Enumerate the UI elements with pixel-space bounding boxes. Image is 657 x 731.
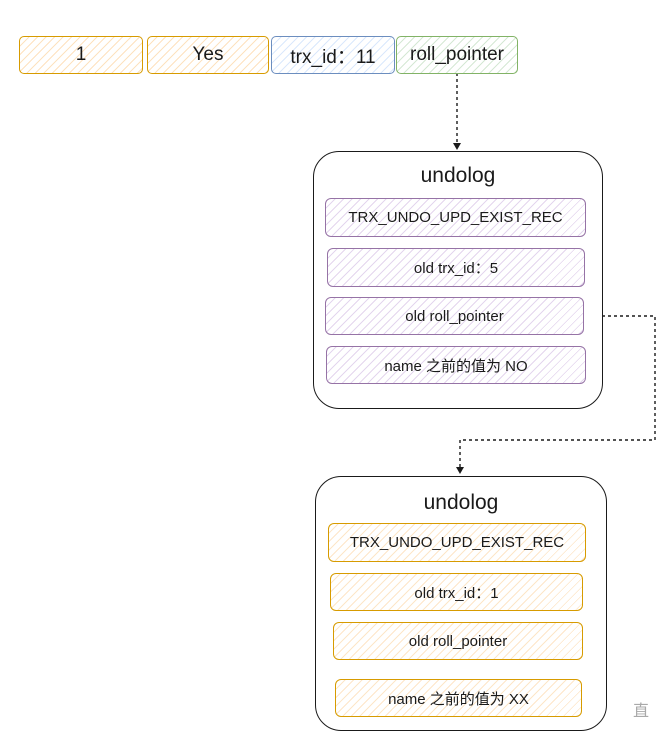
undolog-2-old-trx-id-field: old trx_id：1: [330, 573, 583, 611]
undolog-1-old-roll-pointer-field: old roll_pointer: [325, 297, 584, 335]
record-cell-id: 1: [19, 36, 143, 74]
record-cell-trx-id: trx_id：11: [271, 36, 395, 74]
arrowhead-1: [453, 143, 461, 150]
undolog-title-1: undolog: [420, 164, 496, 187]
undolog-1-type-field: TRX_UNDO_UPD_EXIST_REC: [325, 198, 586, 237]
undolog-title-2: undolog: [423, 491, 499, 514]
record-cell-value: Yes: [147, 36, 269, 74]
undolog-2-type-field: TRX_UNDO_UPD_EXIST_REC: [328, 523, 586, 562]
undolog-1-name-old-value-field: name 之前的值为 NO: [326, 346, 586, 384]
undolog-2-old-roll-pointer-field: old roll_pointer: [333, 622, 583, 660]
watermark-text: 直: [633, 703, 650, 720]
undolog-2-name-old-value-field: name 之前的值为 XX: [335, 679, 582, 717]
undolog-1-old-trx-id-field: old trx_id：5: [327, 248, 585, 287]
arrowhead-2: [456, 467, 464, 474]
record-cell-roll-pointer: roll_pointer: [396, 36, 518, 74]
